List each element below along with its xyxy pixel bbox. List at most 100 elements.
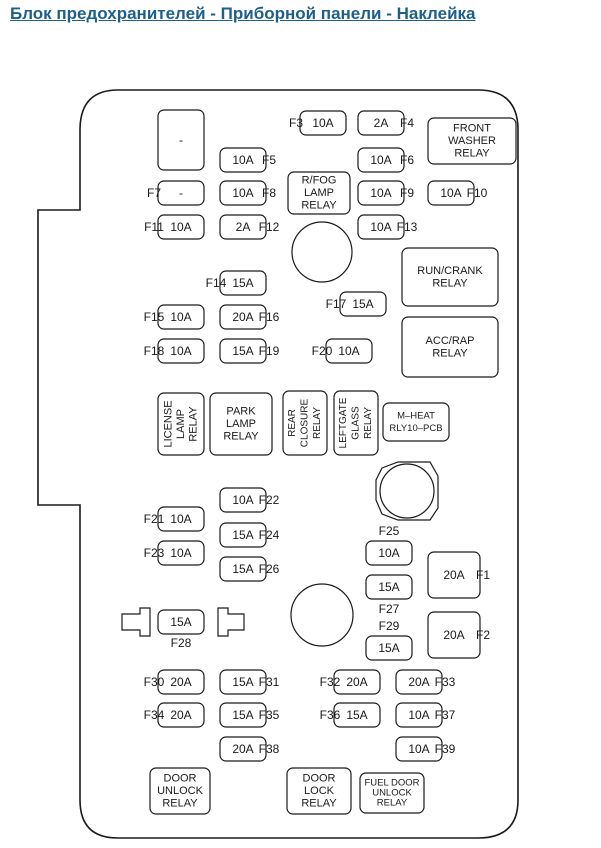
park-lamp-relay-label: LAMP	[226, 418, 256, 430]
fuse-f19-rating: 15A	[232, 344, 253, 358]
front-washer-relay-label: RELAY	[454, 148, 490, 160]
fuse-f21-label: F21	[144, 512, 165, 526]
fuse-f9-rating: 10A	[370, 186, 391, 200]
fuse-f8-rating: 10A	[232, 186, 253, 200]
fuse-connector-left	[121, 607, 151, 637]
fuse-f2-label: F2	[476, 628, 490, 642]
license-lamp-relay-label: LICENSE	[163, 400, 175, 447]
fuse-f17-label: F17	[326, 297, 347, 311]
fuse-f12-rating: 2A	[236, 220, 251, 234]
fuse-f6-label: F6	[400, 153, 414, 167]
r-fog-lamp-relay-label: LAMP	[304, 187, 334, 199]
rear-closure-relay-label: REAR	[287, 409, 298, 437]
leftgate-glass-relay-label: GLASS	[351, 406, 362, 440]
front-washer-relay-label: FRONT	[453, 123, 491, 135]
fuse-f3-label: F3	[289, 116, 303, 130]
fuse-f22-rating: 10A	[232, 493, 253, 507]
fuse-f20-rating: 10A	[338, 344, 359, 358]
fuse-f26-label: F26	[259, 562, 280, 576]
fuse-f12-label: F12	[259, 220, 280, 234]
license-lamp-relay-label: LAMP	[175, 409, 187, 439]
fuse-f35-rating: 15A	[232, 708, 253, 722]
fuse-f39-rating: 10A	[408, 742, 429, 756]
spare-fuse-slot: -	[157, 109, 205, 171]
m-heat-relay-label: RLY10–PCB	[389, 423, 442, 434]
door-unlock-relay-label: RELAY	[162, 798, 198, 810]
fuse-f3: 10A F3	[289, 110, 347, 136]
fuse-f13-rating: 10A	[370, 220, 391, 234]
fuse-f13-label: F13	[397, 220, 418, 234]
page-title: Блок предохранителей - Приборной панели …	[10, 4, 476, 23]
fuse-f15: 10A F15	[144, 304, 205, 330]
fuse-f11-label: F11	[144, 220, 164, 234]
fuse-f15-rating: 10A	[170, 310, 191, 324]
acc-rap-relay-label: RELAY	[432, 347, 468, 359]
run-crank-relay-label: RELAY	[432, 277, 468, 289]
fuse-f37-rating: 10A	[408, 708, 429, 722]
fuse-f38-label: F38	[259, 742, 280, 756]
fuse-f30-rating: 20A	[170, 675, 191, 689]
fuse-f31-rating: 15A	[232, 675, 253, 689]
door-lock-relay-label: LOCK	[304, 785, 335, 797]
mounting-hole	[291, 221, 353, 283]
fuse-f27-label: F27	[379, 602, 400, 616]
fuse-f39: 10A F39	[395, 736, 456, 762]
fuse-f1-label: F1	[476, 568, 490, 582]
r-fog-lamp-relay-label: RELAY	[301, 200, 337, 212]
m-heat-relay-label: M–HEAT	[397, 410, 435, 421]
fuse-f29-label: F29	[379, 619, 400, 633]
fuse-f18-rating: 10A	[170, 344, 191, 358]
spare-fuse-rating: -	[179, 133, 183, 147]
fuse-f29: 15A F29	[365, 619, 413, 661]
fuse-f3-rating: 10A	[312, 116, 333, 130]
acc-rap-relay-label: ACC/RAP	[426, 335, 475, 347]
rear-closure-relay-label: RELAY	[312, 407, 323, 439]
fuse-f39-label: F39	[435, 742, 456, 756]
fuse-f4-rating: 2A	[374, 116, 389, 130]
fuse-f1-rating: 20A	[443, 568, 464, 582]
leftgate-glass-relay-label: LEFTGATE	[338, 397, 349, 448]
fuse-f11-rating: 10A	[170, 220, 191, 234]
fuse-f7-rating: -	[179, 186, 183, 200]
fuse-f23-label: F23	[144, 546, 165, 560]
fuse-f15-label: F15	[144, 310, 165, 324]
fuse-f34-label: F34	[144, 708, 165, 722]
park-lamp-relay-label: PARK	[226, 406, 256, 418]
fuse-f33-label: F33	[435, 675, 456, 689]
fuse-f28-label: F28	[171, 636, 192, 650]
fuse-f1: 20A F1	[427, 551, 490, 599]
fuse-f5-label: F5	[262, 153, 276, 167]
fuse-f24-rating: 15A	[232, 528, 253, 542]
fuse-f5-rating: 10A	[232, 153, 253, 167]
fuse-f29-rating: 15A	[378, 641, 399, 655]
mounting-hole	[290, 583, 354, 647]
fuse-f14-rating: 15A	[232, 276, 253, 290]
park-lamp-relay-label: RELAY	[223, 431, 259, 443]
